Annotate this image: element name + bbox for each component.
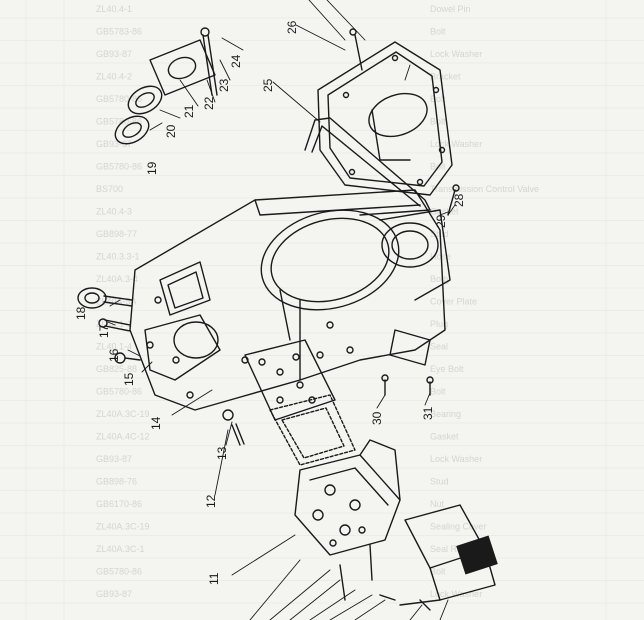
background-row-name: Hose bbox=[430, 252, 451, 262]
background-row-code: GB898-77 bbox=[96, 229, 137, 239]
background-row-name: Bracket bbox=[430, 72, 461, 82]
background-row-code: GB5780-86 bbox=[96, 94, 142, 104]
background-row-code: ZL40.3.3-1 bbox=[96, 252, 140, 262]
background-row-code: GB93-87 bbox=[96, 589, 132, 599]
plug-drawing bbox=[114, 352, 141, 364]
bolt-30-drawing bbox=[381, 374, 389, 396]
callout-11: 11 bbox=[207, 572, 221, 585]
valve-gasket-drawing bbox=[244, 339, 336, 421]
callout-21: 21 bbox=[182, 104, 196, 118]
background-row-code: ZL40.4-2 bbox=[96, 72, 132, 82]
callout-13: 13 bbox=[215, 446, 229, 460]
background-row-code: ZL40.1-4 bbox=[96, 342, 132, 352]
callout-16: 16 bbox=[107, 348, 121, 362]
seal-gasket-drawing bbox=[269, 394, 356, 466]
background-row-name: Lock Washer bbox=[430, 454, 482, 464]
background-row-name: Gasket bbox=[430, 432, 459, 442]
callout-20: 20 bbox=[164, 124, 178, 138]
callout-12: 12 bbox=[204, 494, 218, 508]
background-row-name: Cover Plate bbox=[430, 297, 477, 307]
lower-bolts-drawing bbox=[329, 526, 431, 611]
background-row-name: Bolt bbox=[430, 567, 446, 577]
background-row-name: Transmission Control Valve bbox=[430, 184, 539, 194]
bearing-drawing bbox=[114, 85, 163, 145]
control-valve-drawing bbox=[294, 439, 401, 556]
background-row-name: Dowel Pin bbox=[430, 4, 471, 14]
callout-17: 17 bbox=[97, 324, 111, 338]
background-row-name: Bolt bbox=[430, 117, 446, 127]
background-row-code: BS700 bbox=[96, 184, 123, 194]
background-row-name: Lock Washer bbox=[430, 139, 482, 149]
background-row-name: Seal Ring bbox=[430, 544, 469, 554]
callout-26: 26 bbox=[285, 20, 299, 34]
callout-22: 22 bbox=[202, 96, 216, 110]
bolt-17-drawing bbox=[98, 318, 131, 332]
background-row-code: ZL40.1-1 bbox=[96, 319, 132, 329]
bolt-28-drawing bbox=[447, 184, 460, 216]
background-row-code: GB5780-86 bbox=[96, 387, 142, 397]
callout-labels: 11 12 13 14 15 16 17 18 19 20 21 22 23 2… bbox=[74, 20, 466, 585]
callout-30: 30 bbox=[370, 411, 384, 425]
callout-28: 28 bbox=[452, 193, 466, 207]
background-row-name: Lock Washer bbox=[430, 49, 482, 59]
cover-plate-drawing bbox=[304, 41, 453, 216]
background-row-code: GB5780-86 bbox=[96, 117, 142, 127]
background-row-code: GB5783-86 bbox=[96, 27, 142, 37]
bolts-drawing bbox=[200, 27, 363, 96]
background-row-code: ZL40A.3C-19 bbox=[96, 522, 150, 532]
callout-15: 15 bbox=[122, 372, 136, 386]
background-row-code: ZL40A.3C-19 bbox=[96, 409, 150, 419]
background-row-name: Bolt bbox=[430, 27, 446, 37]
callout-23: 23 bbox=[217, 78, 231, 92]
background-row-code: ZL40.4-3 bbox=[96, 207, 132, 217]
background-row-name: Body bbox=[430, 274, 451, 284]
background-row-code: GB5780-86 bbox=[96, 567, 142, 577]
flange-drawing bbox=[149, 39, 216, 96]
callout-25: 25 bbox=[261, 78, 275, 92]
background-row-name: Eye Bolt bbox=[430, 364, 464, 374]
background-row-code: GB93-87 bbox=[96, 454, 132, 464]
background-row-name: Sealing Cover bbox=[430, 522, 487, 532]
background-row-code: GB93-87 bbox=[96, 49, 132, 59]
background-row-code: GB898-76 bbox=[96, 477, 137, 487]
background-row-code: ZL40A-5A bbox=[96, 297, 137, 307]
callout-14: 14 bbox=[149, 416, 163, 430]
background-row-code: ZL40A.3-4 bbox=[96, 274, 138, 284]
callout-29: 29 bbox=[434, 214, 448, 228]
callout-24: 24 bbox=[229, 54, 243, 68]
background-row-code: ZL40A.4C-12 bbox=[96, 432, 150, 442]
transmission-housing-drawing bbox=[129, 189, 451, 411]
callout-18: 18 bbox=[74, 306, 88, 320]
callout-19: 19 bbox=[145, 161, 159, 175]
background-row-name: Bearing bbox=[430, 409, 461, 419]
bolt-13-drawing bbox=[222, 409, 245, 446]
background-row-code: GB93-87 bbox=[96, 139, 132, 149]
background-row-name: Bolt bbox=[430, 94, 446, 104]
background-row-name: Lock Washer bbox=[430, 589, 482, 599]
background-row-name: Nut bbox=[430, 499, 445, 509]
leader-lines bbox=[107, 0, 456, 620]
bracket-drawing bbox=[399, 504, 498, 606]
background-row-name: Gasket bbox=[430, 207, 459, 217]
eye-bolt-drawing bbox=[77, 287, 133, 309]
background-row-code: ZL40.4-1 bbox=[96, 4, 132, 14]
background-row-name: Stud bbox=[430, 477, 449, 487]
background-row-name: Stud bbox=[430, 229, 449, 239]
background-row-code: ZL40A.3C-1 bbox=[96, 544, 145, 554]
background-row-name: Seal bbox=[430, 342, 448, 352]
background-row-code: GB6170-86 bbox=[96, 499, 142, 509]
background-row-name: Plug bbox=[430, 319, 448, 329]
background-row-code: GB825-88 bbox=[96, 364, 137, 374]
callout-31: 31 bbox=[421, 406, 435, 420]
background-row-name: Bolt bbox=[430, 387, 446, 397]
background-row-code: GB5780-86 bbox=[96, 162, 142, 172]
